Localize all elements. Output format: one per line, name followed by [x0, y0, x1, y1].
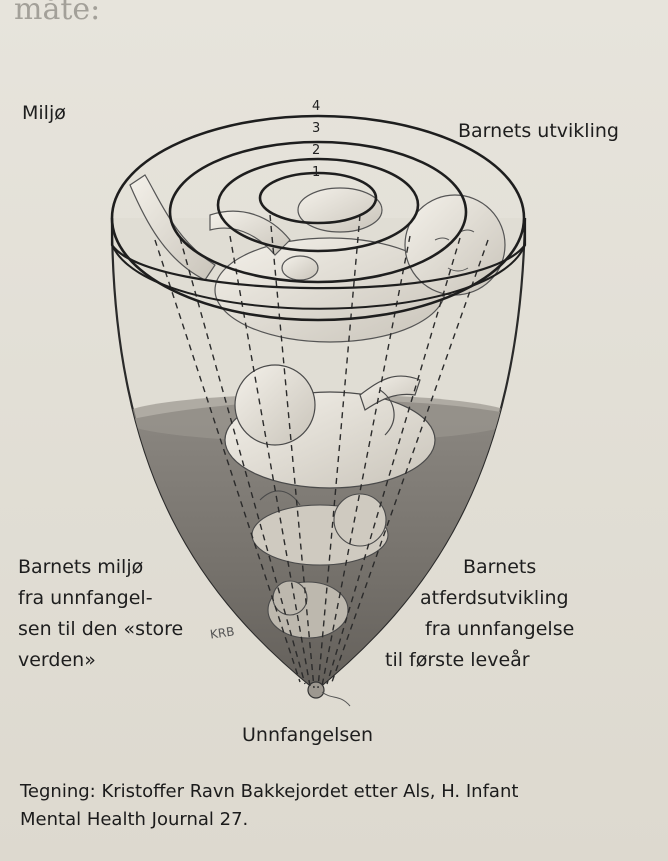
label-barnets-utvikling: Barnets utvikling	[458, 116, 619, 146]
label-miljo: Miljø	[22, 98, 66, 128]
right-line-1: Barnets	[463, 552, 536, 582]
left-line-2: fra unnfangel-	[18, 583, 153, 613]
right-line-3: fra unnfangelse	[425, 614, 574, 644]
right-line-2: atferdsutvikling	[420, 583, 569, 613]
caption-line-2: Mental Health Journal 27.	[20, 806, 518, 834]
caption-line-1: Tegning: Kristoffer Ravn Bakkejordet ett…	[20, 778, 518, 806]
signature: KRB	[208, 616, 236, 649]
right-line-4: til første leveår	[385, 645, 530, 675]
label-unnfangelsen: Unnfangelsen	[242, 720, 373, 750]
ring-number-4: 4	[312, 99, 320, 114]
left-line-3: sen til den «store	[18, 614, 183, 644]
ring-number-1: 1	[312, 165, 320, 180]
fetus-small	[268, 581, 348, 638]
ring-number-2: 2	[312, 143, 320, 158]
left-line-1: Barnets miljø	[18, 552, 143, 582]
left-line-4: verden»	[18, 645, 96, 675]
ring-number-3: 3	[312, 121, 320, 136]
figure-caption: Tegning: Kristoffer Ravn Bakkejordet ett…	[20, 778, 518, 834]
